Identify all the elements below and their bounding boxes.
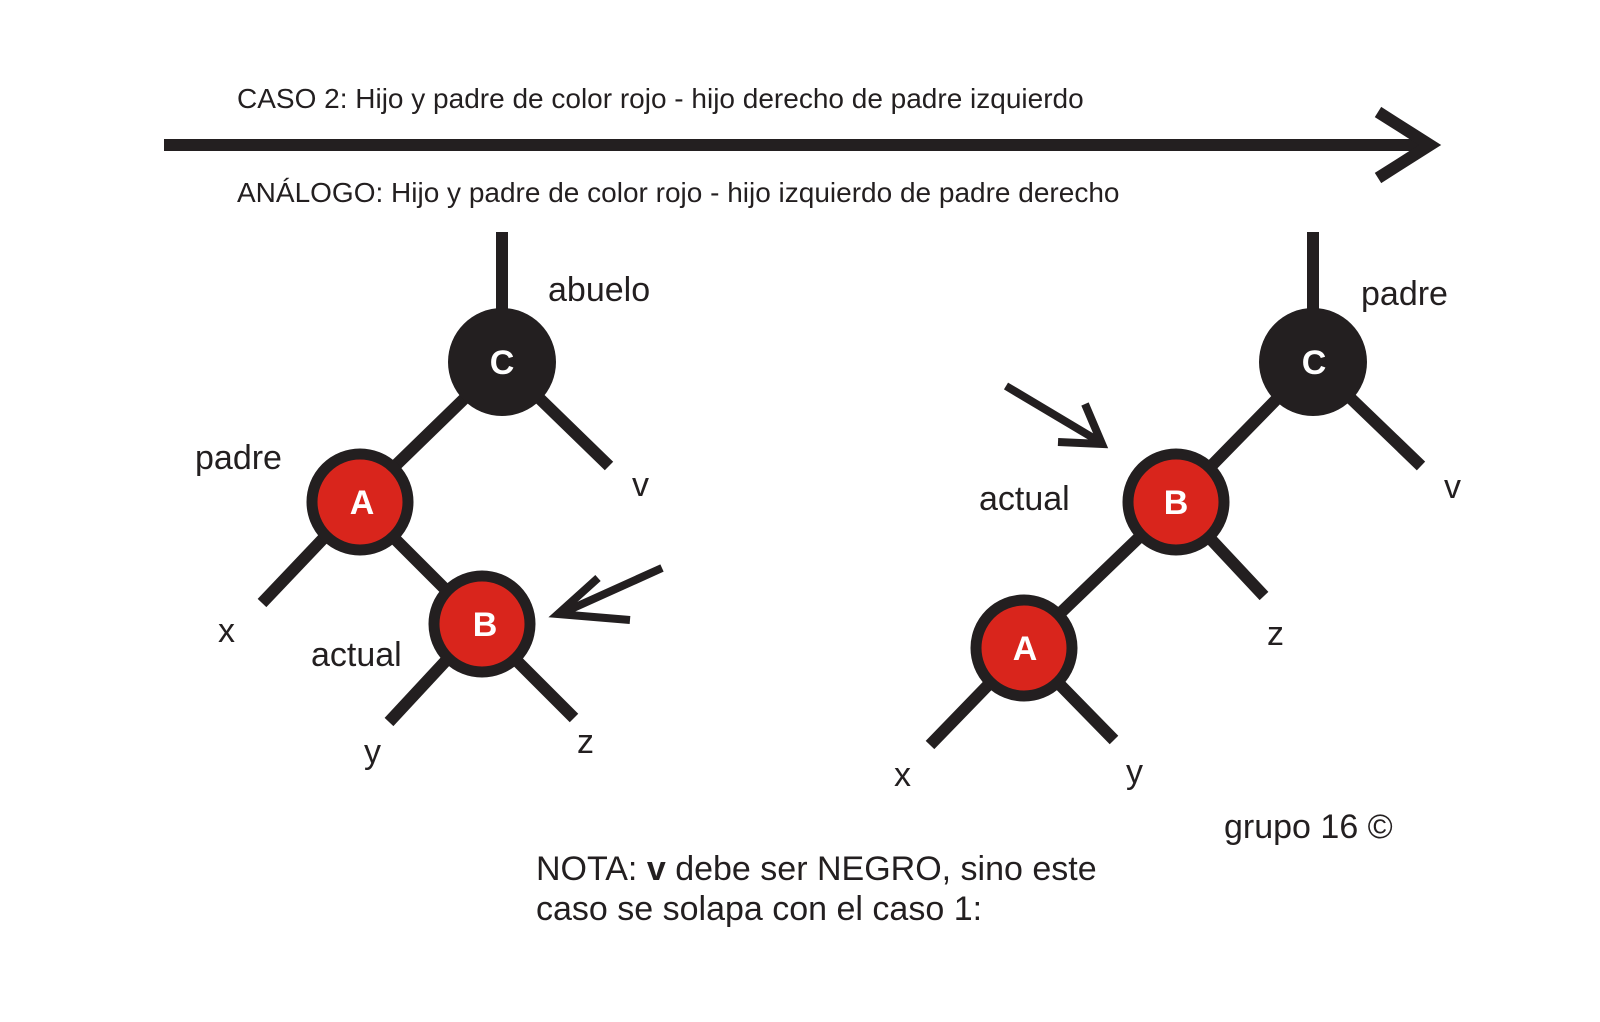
left-label-y: y [364, 733, 381, 771]
note-line-1-prefix: NOTA: [536, 850, 647, 888]
left-node-b-letter: B [473, 606, 498, 644]
right-label-y: y [1126, 753, 1143, 791]
right-node-a-letter: A [1013, 630, 1038, 668]
right-label-z: z [1267, 615, 1284, 653]
right-node-c-circle [1259, 308, 1367, 416]
left-label-z: z [577, 723, 594, 761]
left-label-v: v [632, 466, 649, 504]
right-pointer-arrow-head [1057, 402, 1109, 449]
credit-text: grupo 16 © [1224, 808, 1393, 846]
right-node-a: A [970, 594, 1078, 702]
right-label-v: v [1444, 468, 1461, 506]
right-node-a-circle [970, 594, 1078, 702]
left-pointer-arrow-shaft [558, 564, 664, 618]
left-node-c: C [448, 308, 556, 416]
left-label-actual: actual [311, 636, 402, 674]
left-node-c-circle [448, 308, 556, 416]
left-node-c-letter: C [490, 344, 515, 382]
right-node-c: C [1259, 308, 1367, 416]
right-node-b-circle [1122, 448, 1230, 556]
note-line-1-suffix: debe ser NEGRO, sino este [666, 850, 1097, 888]
left-tree: C A B abuelo padre actual v x y z [195, 232, 664, 771]
note-line-1: NOTA: v debe ser NEGRO, sino este [536, 850, 1097, 888]
left-label-x: x [218, 612, 235, 650]
right-label-actual: actual [979, 480, 1070, 518]
left-node-b-circle [428, 570, 536, 678]
right-pointer-arrow-icon [1003, 382, 1109, 449]
left-node-a-letter: A [350, 484, 375, 522]
left-node-a-circle [306, 448, 414, 556]
transform-arrowhead-icon [1374, 106, 1442, 184]
right-label-x: x [894, 756, 911, 794]
left-label-padre: padre [195, 439, 282, 477]
left-pointer-arrow-head [548, 575, 631, 624]
right-pointer-arrow-shaft [1003, 382, 1103, 446]
left-label-abuelo: abuelo [548, 271, 650, 309]
note-line-2: caso se solapa con el caso 1: [536, 890, 982, 928]
case-caption: CASO 2: Hijo y padre de color rojo - hij… [237, 83, 1084, 114]
left-pointer-arrow-icon [548, 564, 664, 624]
left-node-b: B [428, 570, 536, 678]
analog-caption: ANÁLOGO: Hijo y padre de color rojo - hi… [237, 177, 1119, 208]
right-node-c-letter: C [1302, 344, 1327, 382]
right-node-b-letter: B [1164, 484, 1189, 522]
left-node-a: A [306, 448, 414, 556]
right-label-padre: padre [1361, 275, 1448, 313]
right-tree: C B A padre actual v z x y [894, 232, 1461, 794]
right-node-b: B [1122, 448, 1230, 556]
note-line-1-bold-v: v [647, 850, 666, 888]
